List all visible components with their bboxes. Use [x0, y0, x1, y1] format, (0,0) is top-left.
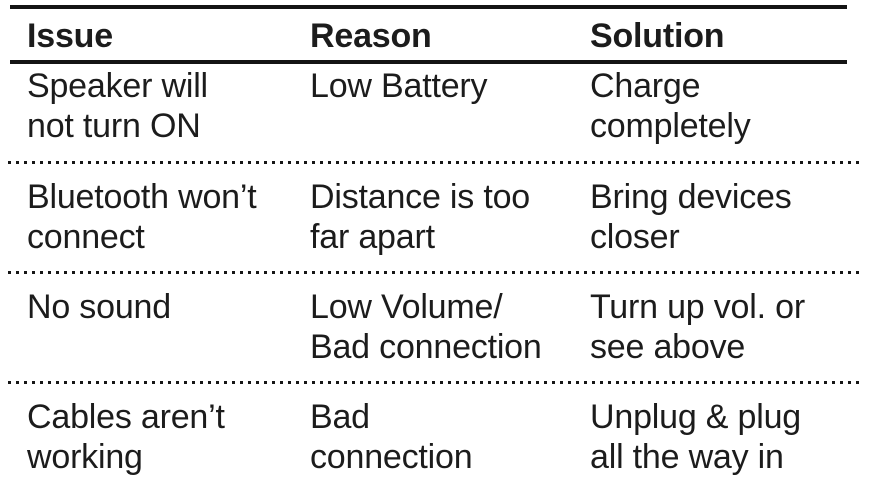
- table-row: Bluetooth won’t connect Distance is too …: [0, 177, 870, 257]
- cell-reason: Distance is too far apart: [310, 178, 530, 256]
- cell-solution: Unplug & plug all the way in: [590, 398, 801, 476]
- row-divider: [8, 271, 862, 274]
- column-header-solution: Solution: [590, 17, 725, 55]
- table-row: Speaker will not turn ON Low Battery Cha…: [0, 66, 870, 146]
- cell-issue: Cables aren’t working: [27, 398, 225, 476]
- cell-reason: Low Volume/ Bad connection: [310, 288, 542, 366]
- top-rule: [10, 5, 847, 9]
- header-underline-rule: [10, 60, 847, 64]
- cell-reason: Bad connection: [310, 398, 473, 476]
- cell-solution: Turn up vol. or see above: [590, 288, 805, 366]
- troubleshooting-table: Issue Reason Solution Speaker will not t…: [0, 5, 870, 477]
- table-header-row: Issue Reason Solution: [0, 16, 870, 56]
- cell-reason: Low Battery: [310, 67, 488, 105]
- column-header-issue: Issue: [27, 17, 113, 55]
- column-header-reason: Reason: [310, 17, 432, 55]
- cell-solution: Charge completely: [590, 67, 751, 145]
- table-row: Cables aren’t working Bad connection Unp…: [0, 397, 870, 477]
- cell-issue: No sound: [27, 288, 171, 326]
- row-divider: [8, 161, 862, 164]
- row-divider: [8, 381, 862, 384]
- cell-solution: Bring devices closer: [590, 178, 792, 256]
- table-row: No sound Low Volume/ Bad connection Turn…: [0, 287, 870, 367]
- cell-issue: Bluetooth won’t connect: [27, 178, 257, 256]
- cell-issue: Speaker will not turn ON: [27, 67, 208, 145]
